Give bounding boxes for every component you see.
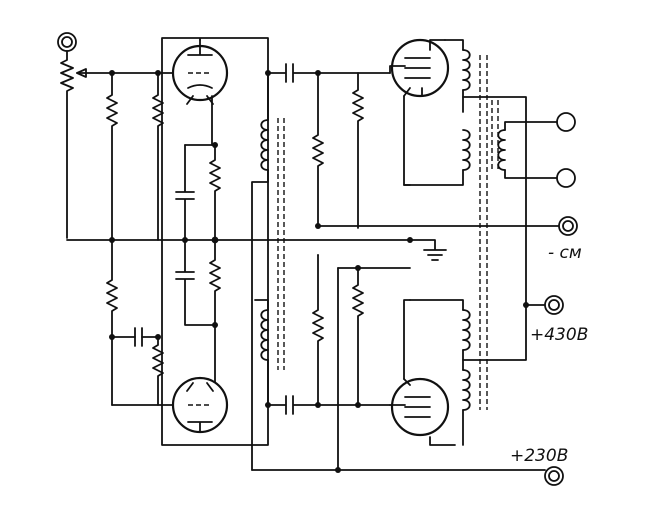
- screen-supply-label: +230В: [510, 446, 568, 466]
- v4-cathode-wire: [403, 299, 411, 380]
- resistor-r3: [106, 239, 118, 406]
- plate-supply-terminal: [544, 295, 564, 315]
- tube-v2: [171, 376, 229, 434]
- resistor-r2: [152, 72, 164, 241]
- interstage-transformer-lower: [254, 299, 269, 406]
- ground-symbol: [407, 237, 447, 261]
- plate-supply-label: +430В: [530, 325, 588, 345]
- coupling-cap-upper: [267, 63, 391, 83]
- coupling-cap-lower: [267, 395, 391, 415]
- input-potentiometer: [60, 50, 113, 239]
- output-transformer-core: [479, 55, 488, 410]
- tube-v4: [390, 377, 456, 446]
- output-transformer-primary-lower: [409, 299, 471, 446]
- interstage-transformer-upper: [251, 72, 285, 471]
- capacitor-c1: [175, 144, 195, 241]
- resistor-r6: [209, 239, 221, 326]
- plate-supply-rail: [462, 96, 527, 361]
- capacitor-c-low: [134, 327, 159, 347]
- speaker-terminal-1: [556, 112, 576, 132]
- resistor-r10: [352, 267, 364, 406]
- resistor-r1: [106, 72, 118, 241]
- screen-supply-terminal: [544, 466, 564, 486]
- driver-supply-frame: [161, 37, 269, 446]
- tube-v3: [390, 38, 450, 98]
- input-terminal: [57, 32, 77, 52]
- resistor-r8: [352, 72, 364, 229]
- output-transformer-secondary: [497, 121, 559, 179]
- resistor-r5: [209, 144, 221, 241]
- capacitor-c2: [175, 239, 216, 326]
- resistor-r4: [152, 336, 164, 406]
- speaker-terminal-2: [556, 168, 576, 188]
- resistor-r7: [312, 72, 324, 227]
- tube-v1: [171, 39, 229, 105]
- resistor-r9: [312, 254, 324, 406]
- v3-cathode-wire: [403, 95, 411, 186]
- bias-terminal: [558, 216, 578, 236]
- bias-label: - см: [548, 243, 582, 263]
- output-transformer-primary-upper: [403, 39, 471, 186]
